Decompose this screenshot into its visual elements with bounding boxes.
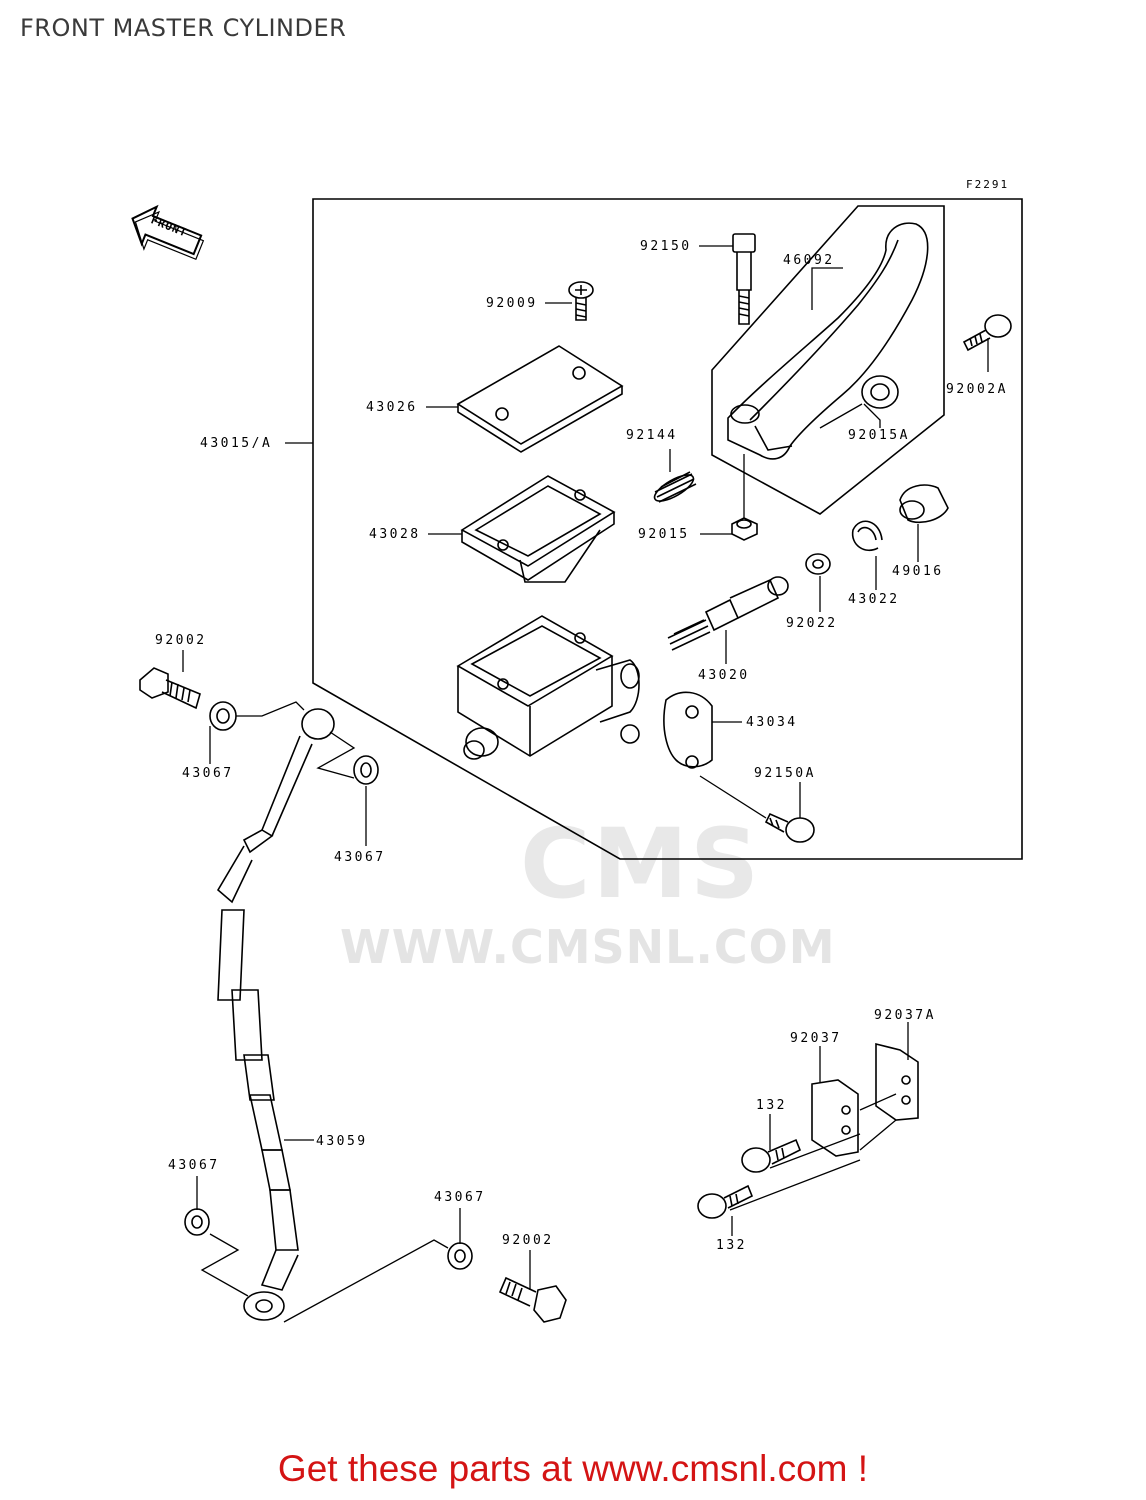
label-43067-c: 43067 bbox=[168, 1158, 220, 1173]
label-43067-b: 43067 bbox=[334, 850, 386, 865]
boot-49016 bbox=[899, 484, 949, 524]
washer-43067-a bbox=[209, 701, 237, 731]
cover-43026 bbox=[456, 345, 624, 453]
bracket-92037A bbox=[875, 1042, 919, 1121]
label-92022: 92022 bbox=[786, 616, 838, 631]
label-92009: 92009 bbox=[486, 296, 538, 311]
washer-92022 bbox=[805, 553, 831, 575]
front-arrow bbox=[131, 204, 205, 261]
bolt-92002A bbox=[962, 314, 1012, 352]
nut-92015A bbox=[861, 375, 899, 409]
label-92002A: 92002A bbox=[946, 382, 1008, 397]
figure-code: F2291 bbox=[966, 178, 1010, 191]
label-92015A: 92015A bbox=[848, 428, 910, 443]
label-43028: 43028 bbox=[369, 527, 421, 542]
screw-92150 bbox=[732, 233, 756, 325]
bolt-132-a bbox=[741, 1138, 802, 1173]
diaphragm-43028 bbox=[460, 475, 616, 583]
cylinder-body bbox=[456, 615, 640, 760]
label-43026: 43026 bbox=[366, 400, 418, 415]
label-43034: 43034 bbox=[746, 715, 798, 730]
banjo-bolt-92002-top bbox=[139, 667, 201, 710]
label-92150: 92150 bbox=[640, 239, 692, 254]
hose-43059 bbox=[216, 708, 335, 1321]
lever-46092 bbox=[727, 222, 929, 460]
page-title: FRONT MASTER CYLINDER bbox=[20, 14, 347, 42]
label-132-a: 132 bbox=[756, 1098, 787, 1113]
label-92037A: 92037A bbox=[874, 1008, 936, 1023]
washer-43067-c bbox=[184, 1208, 210, 1236]
label-92037: 92037 bbox=[790, 1031, 842, 1046]
label-132-b: 132 bbox=[716, 1238, 747, 1253]
washer-43067-d bbox=[447, 1242, 473, 1270]
assembly-outline bbox=[312, 198, 1023, 860]
clamp-43034 bbox=[663, 691, 713, 769]
spring-92144 bbox=[653, 471, 697, 503]
watermark-url: WWW.CMSNL.COM bbox=[340, 920, 836, 974]
washer-43067-b bbox=[353, 755, 379, 785]
label-43059: 43059 bbox=[316, 1134, 368, 1149]
banjo-bolt-92002-bottom bbox=[498, 1276, 567, 1323]
label-92150A: 92150A bbox=[754, 766, 816, 781]
label-46092: 46092 bbox=[783, 253, 835, 268]
label-49016: 49016 bbox=[892, 564, 944, 579]
label-92015: 92015 bbox=[638, 527, 690, 542]
watermark-brand: CMS bbox=[520, 808, 762, 920]
lever-outline bbox=[711, 205, 945, 515]
label-43022: 43022 bbox=[848, 592, 900, 607]
circlip-43022 bbox=[851, 520, 883, 552]
label-43020: 43020 bbox=[698, 668, 750, 683]
piston-43020 bbox=[667, 576, 789, 651]
label-92144: 92144 bbox=[626, 428, 678, 443]
label-43015A: 43015/A bbox=[200, 436, 273, 451]
bolt-92150A bbox=[764, 812, 815, 843]
label-43067-a: 43067 bbox=[182, 766, 234, 781]
bolt-132-b bbox=[697, 1184, 754, 1219]
label-92002-top: 92002 bbox=[155, 633, 207, 648]
nut-92015 bbox=[731, 517, 758, 541]
label-92002-bottom: 92002 bbox=[502, 1233, 554, 1248]
bracket-92037 bbox=[811, 1079, 859, 1157]
screw-92009 bbox=[568, 281, 594, 321]
promo-link[interactable]: Get these parts at www.cmsnl.com ! bbox=[277, 1448, 869, 1489]
label-43067-d: 43067 bbox=[434, 1190, 486, 1205]
